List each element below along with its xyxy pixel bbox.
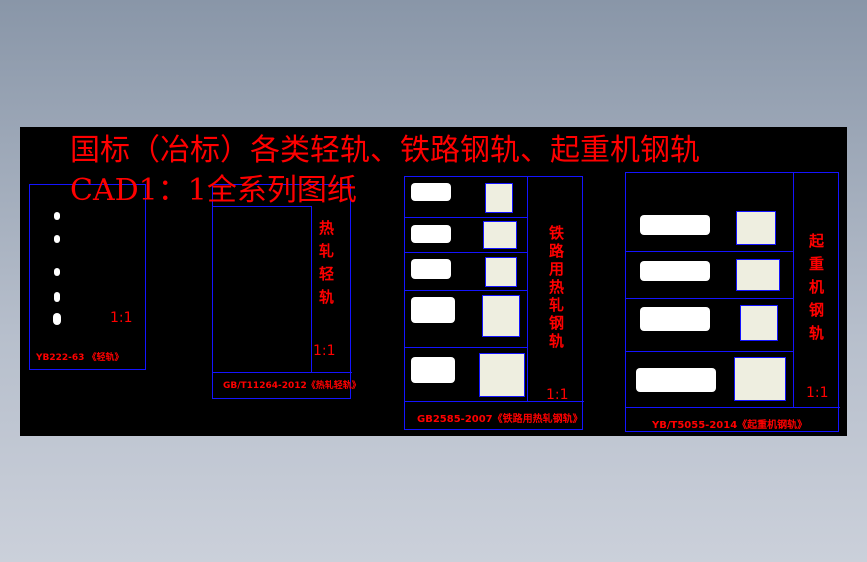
- rail-profile: [411, 225, 451, 243]
- detail-drawing: [483, 221, 517, 249]
- cad-drawing-canvas[interactable]: 1:1 YB222-63 《轻轨》 热轧轻轨 1:1 GB/T11264-201…: [20, 127, 847, 436]
- rail-profile: [411, 357, 455, 383]
- sheet-caption: GB2585-2007《铁路用热轧钢轨》: [417, 414, 583, 425]
- detail-drawing: [734, 357, 786, 401]
- divider: [405, 252, 527, 253]
- sheet-caption: GB/T11264-2012《热轧轻轨》: [223, 381, 361, 391]
- divider: [213, 206, 311, 207]
- rail-profile: [54, 268, 60, 276]
- sheet-label: 铁路用热轧钢轨: [547, 225, 565, 351]
- sheet-gbt11264: 热轧轻轨 1:1 GB/T11264-2012《热轧轻轨》: [212, 184, 361, 399]
- divider: [405, 217, 527, 218]
- sheet-label: 热轧轻轨: [317, 220, 335, 312]
- rail-profile: [54, 292, 60, 302]
- rail-profile: [411, 259, 451, 279]
- rail-profile: [411, 297, 455, 323]
- scale-label: 1:1: [546, 387, 569, 403]
- scale-label: 1:1: [313, 343, 336, 359]
- scale-label: 1:1: [110, 310, 133, 326]
- sheet-label: 起重机钢轨: [807, 233, 825, 348]
- detail-drawing: [740, 305, 778, 341]
- detail-drawing: [485, 257, 517, 287]
- drawing-title: 国标（冶标）各类轻轨、铁路钢轨、起重机钢轨CAD1：1全系列图纸: [70, 133, 700, 208]
- rail-profile: [54, 235, 60, 243]
- rail-profile: [636, 368, 716, 392]
- sheet-caption: YB222-63 《轻轨》: [36, 353, 124, 363]
- sheet-ybt5055: 起重机钢轨 1:1 YB/T5055-2014《起重机钢轨》: [625, 172, 840, 432]
- detail-drawing: [736, 211, 776, 245]
- divider: [527, 177, 528, 401]
- scale-label: 1:1: [806, 385, 829, 401]
- rail-profile: [411, 183, 451, 201]
- divider: [405, 347, 527, 348]
- detail-drawing: [485, 183, 513, 213]
- rail-profile: [53, 313, 61, 325]
- sheet-caption: YB/T5055-2014《起重机钢轨》: [652, 420, 808, 431]
- sheet-yb222: 1:1 YB222-63 《轻轨》: [29, 184, 146, 370]
- divider: [626, 251, 793, 252]
- divider: [213, 372, 352, 373]
- detail-drawing: [482, 295, 520, 337]
- divider: [405, 401, 584, 402]
- divider: [626, 298, 793, 299]
- divider: [626, 407, 840, 408]
- rail-profile: [640, 307, 710, 331]
- rail-profile: [640, 261, 710, 281]
- divider: [793, 173, 794, 407]
- detail-drawing: [479, 353, 525, 397]
- detail-drawing: [736, 259, 780, 291]
- sheet-gb2585: 铁路用热轧钢轨 1:1 GB2585-2007《铁路用热轧钢轨》: [404, 176, 584, 430]
- rail-profile: [640, 215, 710, 235]
- divider: [626, 351, 793, 352]
- divider: [405, 290, 527, 291]
- rail-profile: [54, 212, 60, 220]
- divider: [311, 206, 312, 372]
